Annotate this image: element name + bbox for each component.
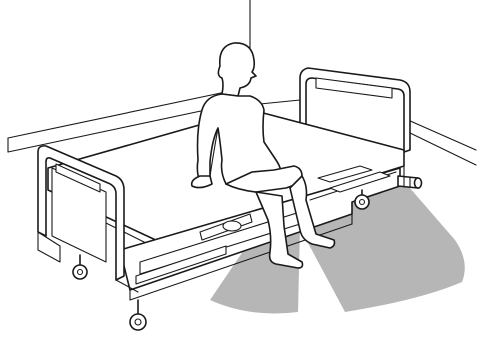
caster-front-left bbox=[73, 255, 87, 279]
caster-front-right bbox=[130, 300, 146, 330]
bed-exit-sensor bbox=[398, 176, 422, 188]
person-head bbox=[218, 43, 256, 96]
